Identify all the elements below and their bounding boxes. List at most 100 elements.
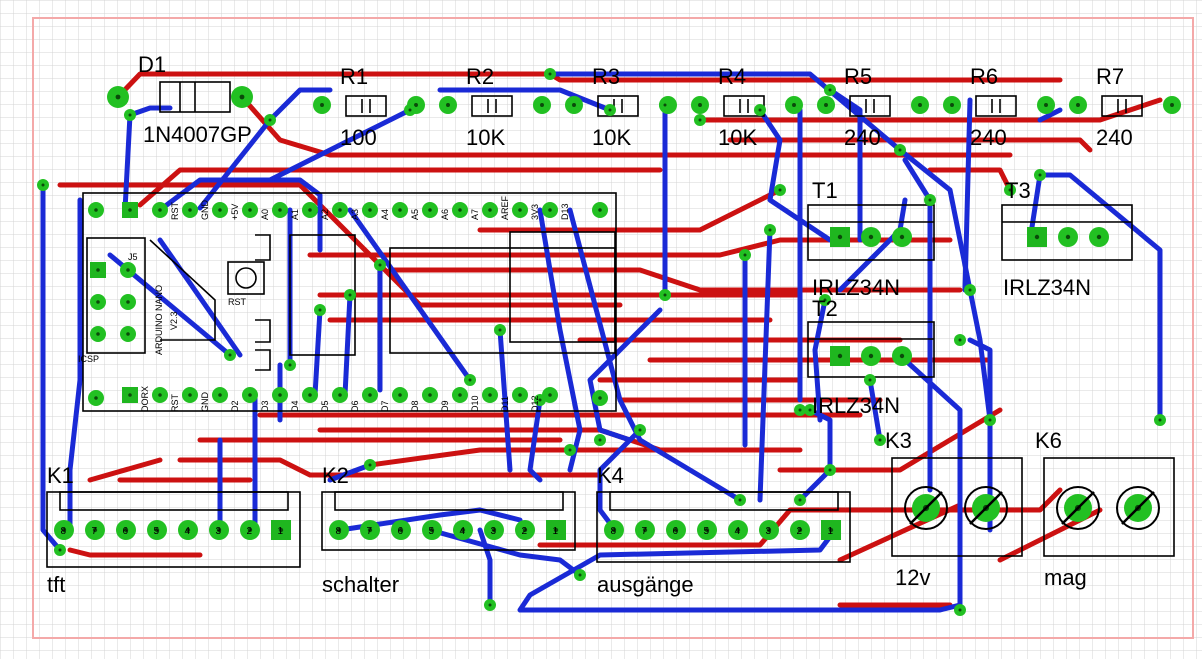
t1-value: IRLZ34N [812, 275, 900, 300]
k1-pin-number-2: 2 [247, 526, 253, 537]
arduino-bottom-pin-label-13: D11 [500, 396, 510, 412]
via-33-drill [898, 148, 902, 152]
k1-pad-6-drill [123, 527, 129, 533]
r3-pad-1-drill [572, 103, 576, 107]
r7-value: 240 [1096, 125, 1133, 150]
via-35-drill [968, 288, 972, 292]
via-37-drill [988, 418, 992, 422]
arduino-header-ref: J5 [128, 252, 138, 262]
arduino-top-pin-label-4: A0 [260, 209, 270, 220]
bottom-copper-traces [40, 71, 1163, 613]
icsp-pin-1-drill [96, 268, 100, 272]
t1-ref: T1 [812, 178, 838, 203]
k4-pad-1-drill [828, 527, 834, 533]
via-4-drill [268, 118, 272, 122]
k4-pin-number-2: 2 [797, 526, 803, 537]
via-16-drill [318, 308, 322, 312]
t3-pad-2-drill [1065, 234, 1071, 240]
arduino-bottom-pin-3-drill [188, 393, 192, 397]
k1-pad-1-drill [278, 527, 284, 533]
arduino-top-pin-label-9: A5 [410, 209, 420, 220]
arduino-top-pin-14-drill [518, 208, 522, 212]
arduino-mount-hole-bl-drill [94, 396, 98, 400]
k3-ref: K3 [885, 428, 912, 453]
k2-pad-6-drill [398, 527, 404, 533]
via-19-drill [468, 378, 472, 382]
k4-pad-6-drill [673, 527, 679, 533]
arduino-bottom-pin-label-6: D4 [290, 400, 300, 412]
r1-pad-2-drill [414, 103, 418, 107]
via-18-drill [228, 353, 232, 357]
k2-pad-2-drill [522, 527, 528, 533]
k6-screw-1-ring [1056, 486, 1100, 530]
r3-value: 10K [592, 125, 631, 150]
r7-pad-1-drill [1076, 103, 1080, 107]
t3-outline [1001, 204, 1133, 261]
arduino-rst-label: RST [228, 297, 247, 307]
arduino-top-pin-label-6: A2 [320, 209, 330, 220]
d1-ref: D1 [138, 52, 166, 77]
r5-ref: R5 [844, 64, 872, 89]
k3-screw-1-slot [909, 491, 943, 525]
t2-pad-1-drill [837, 353, 843, 359]
arduino-bottom-pin-label-4: D2 [230, 400, 240, 412]
r5-pad-1-drill [824, 103, 828, 107]
r1-pad-1-drill [320, 103, 324, 107]
r4-ref: R4 [718, 64, 746, 89]
k2-pin-number-7: 7 [367, 526, 373, 537]
r2-value: 10K [466, 125, 505, 150]
k4-pin-number-8: 8 [611, 526, 617, 537]
k4-pad-2-drill [797, 527, 803, 533]
arduino-top-pin-10-drill [398, 208, 402, 212]
k3-screw-2-ring [964, 486, 1008, 530]
via-11-drill [768, 228, 772, 232]
k4-ref: K4 [597, 463, 624, 488]
t2-ref: T2 [812, 296, 838, 321]
arduino-bottom-pin-label-11: D9 [440, 400, 450, 412]
via-36-drill [958, 338, 962, 342]
r2-pad-2-drill [540, 103, 544, 107]
r6-pad-2-drill [1044, 103, 1048, 107]
arduino-top-pin-15-drill [548, 208, 552, 212]
arduino-top-pin-label-2: GND [200, 200, 210, 221]
via-5-drill [408, 108, 412, 112]
k2-pin-number-5: 5 [429, 526, 435, 537]
k4-pin-number-4: 4 [735, 526, 741, 537]
k4-pin-number-1: 1 [828, 526, 834, 537]
arduino-top-pin-13-drill [488, 208, 492, 212]
arduino-top-pin-6-drill [278, 208, 282, 212]
k2-pin-number-2: 2 [522, 526, 528, 537]
r4-pad-1-drill [698, 103, 702, 107]
via-30-drill [828, 468, 832, 472]
d1-value: 1N4007GP [143, 122, 252, 147]
r5-value: 240 [844, 125, 881, 150]
k2-name: schalter [322, 572, 399, 597]
via-26-drill [488, 603, 492, 607]
k4-pad-4-drill [735, 527, 741, 533]
via-42-drill [738, 498, 742, 502]
via-24-drill [638, 428, 642, 432]
arduino-bottom-pin-label-10: D8 [410, 400, 420, 412]
via-23-drill [598, 438, 602, 442]
via-25-drill [578, 573, 582, 577]
arduino-bottom-pin-7-drill [308, 393, 312, 397]
icsp-pin-2-drill [126, 268, 130, 272]
arduino-bottom-pin-12-drill [458, 393, 462, 397]
arduino-top-pin-label-11: A7 [470, 209, 480, 220]
pad-layer [37, 68, 1181, 616]
arduino-icsp-label: ICSP [78, 354, 99, 364]
k6-screw-2-ring [1116, 486, 1160, 530]
arduino-bottom-pin-9-drill [368, 393, 372, 397]
arduino-bottom-pin-8-drill [338, 393, 342, 397]
k4-pad-3-drill [766, 527, 772, 533]
k1-pin-number-8: 8 [61, 526, 67, 537]
k2-pad-5-drill [429, 527, 435, 533]
via-34-drill [928, 198, 932, 202]
arduino-top-pin-label-1: RST [170, 201, 180, 220]
d1-pad-2-drill [239, 94, 245, 100]
arduino-bottom-pin-5-drill [248, 393, 252, 397]
k3-screw-1-ring [904, 486, 948, 530]
